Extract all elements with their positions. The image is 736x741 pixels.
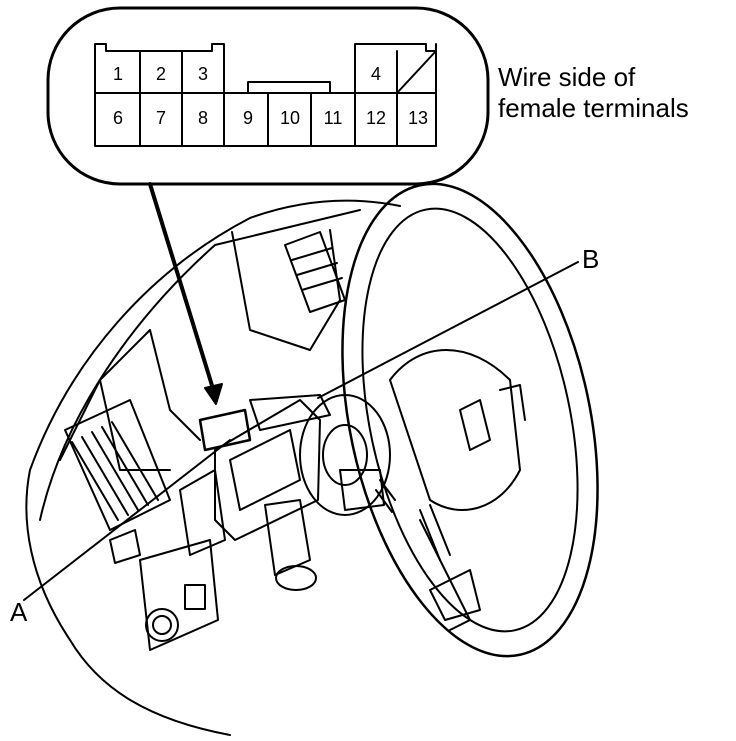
terminal-11: 11 bbox=[324, 108, 343, 128]
terminal-13: 13 bbox=[408, 108, 428, 128]
terminal-6: 6 bbox=[113, 108, 123, 128]
connector-face bbox=[94, 43, 437, 147]
connector-caption: Wire side of female terminals bbox=[498, 62, 689, 124]
caption-line-1: Wire side of bbox=[498, 62, 636, 92]
terminal-1: 1 bbox=[113, 64, 123, 84]
callout-label-a: A bbox=[10, 597, 28, 627]
steering-wheel bbox=[341, 182, 599, 658]
terminal-3: 3 bbox=[198, 64, 208, 84]
steering-column bbox=[179, 394, 331, 591]
connector-pointer-arrow bbox=[148, 182, 216, 394]
terminal-8: 8 bbox=[198, 108, 208, 128]
callout-line-a bbox=[23, 439, 231, 601]
terminal-10: 10 bbox=[280, 108, 300, 128]
callout-label-b: B bbox=[582, 244, 600, 274]
cable-reel bbox=[299, 394, 396, 516]
terminal-9: 9 bbox=[243, 108, 253, 128]
callout-line-b bbox=[317, 261, 579, 399]
empty-cavity-slash bbox=[396, 50, 437, 94]
terminal-7: 7 bbox=[156, 108, 166, 128]
instrument-panel bbox=[25, 199, 401, 736]
terminal-numbers: 1 2 3 4 6 7 8 9 10 11 12 13 bbox=[113, 64, 428, 128]
terminal-12: 12 bbox=[366, 108, 386, 128]
caption-line-2: female terminals bbox=[498, 93, 689, 123]
terminal-2: 2 bbox=[156, 64, 166, 84]
connector-callout-bubble bbox=[46, 6, 490, 186]
terminal-4: 4 bbox=[371, 64, 381, 84]
